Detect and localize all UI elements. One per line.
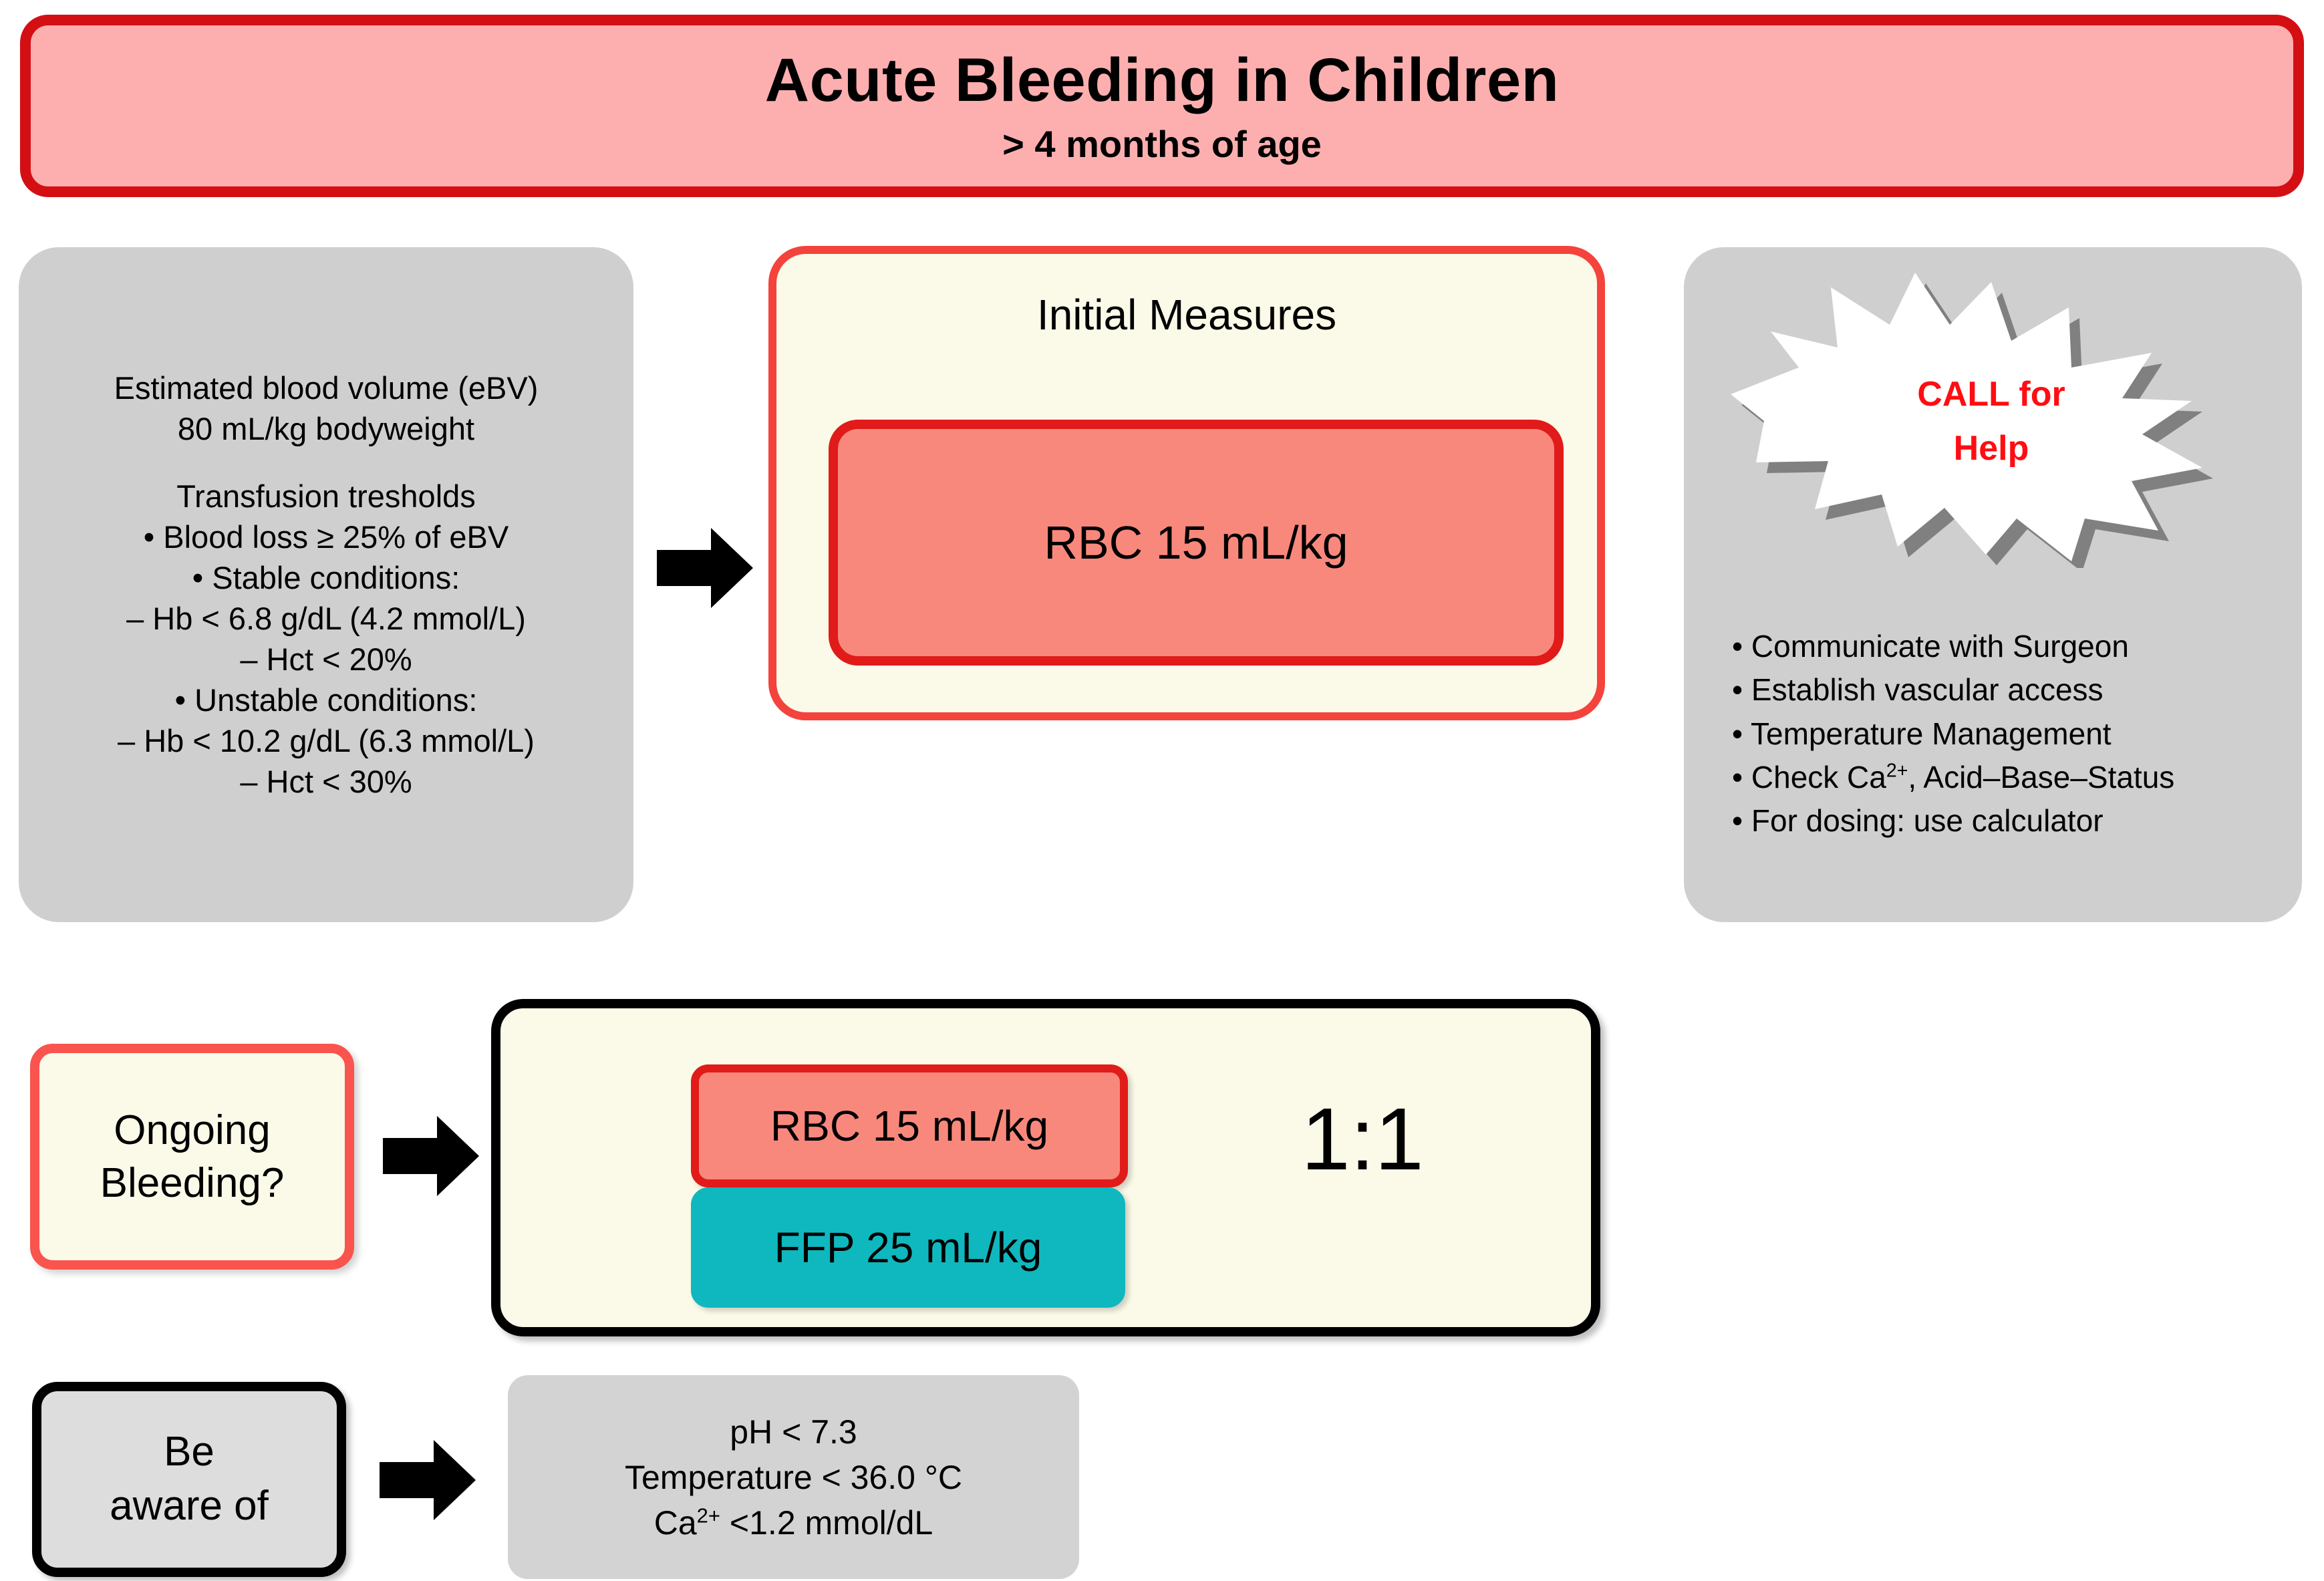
calcium-suffix: <1.2 mmol/dL [720, 1503, 933, 1542]
protocol-rbc-dose-box: RBC 15 mL/kg [691, 1064, 1128, 1187]
warning-thresholds-box: pH < 7.3 Temperature < 36.0 °C Ca2+ <1.2… [508, 1375, 1079, 1579]
page-title: Acute Bleeding in Children [764, 45, 1560, 114]
threshold-item: – Hct < 30% [240, 764, 412, 800]
be-aware-of-box: Be aware of [32, 1382, 346, 1577]
protocol-ratio-label: 1:1 [1301, 1090, 1424, 1188]
be-aware-line-1: Be [164, 1429, 214, 1475]
arrow-right-icon [378, 1430, 478, 1530]
call-for-help-panel: CALL for Help • Communicate with Surgeon… [1684, 247, 2302, 922]
calcium-suffix: , Acid–Base–Status [1908, 759, 2175, 795]
help-actions-list: • Communicate with Surgeon • Establish v… [1732, 625, 2293, 843]
calcium-prefix: • Check Ca [1732, 759, 1886, 795]
help-action-item: • For dosing: use calculator [1732, 803, 2103, 839]
threshold-item: – Hct < 20% [240, 641, 412, 678]
help-action-item: • Temperature Management [1732, 716, 2112, 751]
threshold-item: – Hb < 6.8 g/dL (4.2 mmol/L) [126, 601, 526, 636]
ph-threshold: pH < 7.3 [730, 1413, 857, 1451]
initial-measures-heading: Initial Measures [1036, 291, 1337, 339]
protocol-ffp-dose-box: FFP 25 mL/kg [691, 1187, 1125, 1308]
starburst-icon: CALL for Help [1724, 267, 2259, 572]
help-action-item-calcium: • Check Ca2+, Acid–Base–Status [1732, 756, 2293, 799]
calcium-threshold: Ca2+ <1.2 mmol/dL [654, 1500, 933, 1546]
ongoing-bleeding-box: Ongoing Bleeding? [30, 1044, 354, 1270]
transfusion-thresholds-heading: Transfusion tresholds [176, 478, 476, 514]
ongoing-line-2: Bleeding? [100, 1160, 285, 1206]
ebv-line-1: Estimated blood volume (eBV) [114, 370, 539, 406]
temperature-threshold: Temperature < 36.0 °C [625, 1458, 962, 1496]
calcium-superscript: 2+ [1886, 760, 1908, 782]
blood-volume-panel: Estimated blood volume (eBV) 80 mL/kg bo… [19, 247, 633, 922]
threshold-item: • Stable conditions: [192, 559, 460, 595]
transfusion-protocol-box: RBC 15 mL/kg FFP 25 mL/kg 1:1 [491, 999, 1600, 1336]
page-subtitle: > 4 months of age [1002, 122, 1322, 165]
arrow-right-icon [655, 518, 755, 618]
help-action-item: • Communicate with Surgeon [1732, 629, 2129, 664]
ebv-line-2: 80 mL/kg bodyweight [177, 410, 475, 446]
be-aware-line-2: aware of [110, 1483, 269, 1529]
threshold-item: – Hb < 10.2 g/dL (6.3 mmol/L) [118, 723, 535, 759]
threshold-item: • Blood loss ≥ 25% of eBV [143, 519, 509, 555]
calcium-superscript: 2+ [696, 1503, 721, 1527]
ongoing-line-1: Ongoing [114, 1107, 271, 1153]
help-action-item: • Establish vascular access [1732, 672, 2103, 708]
calcium-prefix: Ca [653, 1503, 697, 1542]
initial-rbc-dose-box: RBC 15 mL/kg [829, 420, 1564, 666]
arrow-right-icon [381, 1106, 481, 1206]
page-title-banner: Acute Bleeding in Children > 4 months of… [20, 15, 2304, 197]
threshold-item: • Unstable conditions: [174, 682, 478, 718]
initial-measures-box: Initial Measures RBC 15 mL/kg [768, 246, 1605, 720]
